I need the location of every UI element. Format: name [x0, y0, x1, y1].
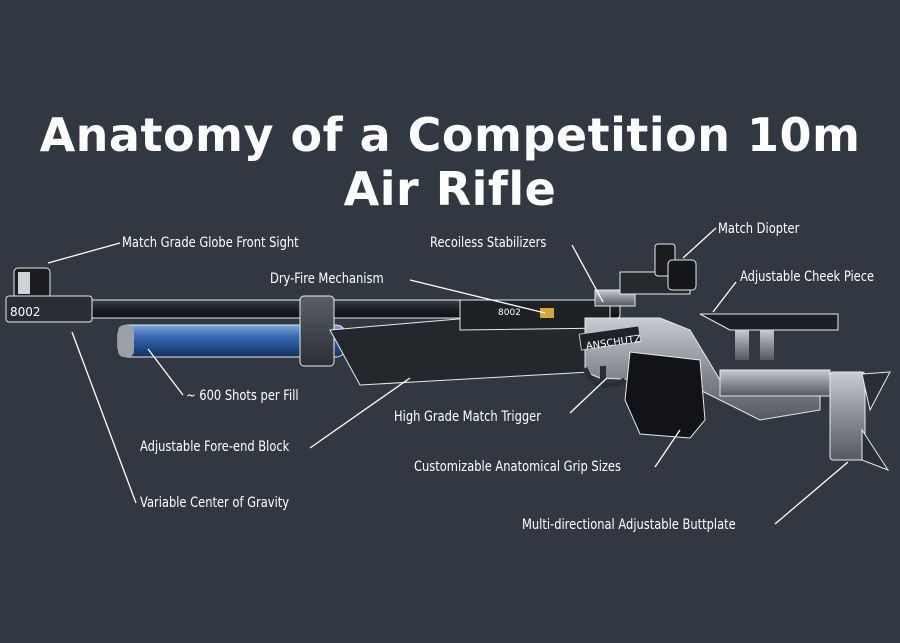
buttplate-hook — [861, 371, 891, 412]
label-recoiless-stabilizers: Recoiless Stabilizers — [430, 235, 547, 251]
match-diopter — [619, 243, 697, 295]
label-shots-per-fill: ~ 600 Shots per Fill — [186, 388, 299, 404]
label-dry-fire-mechanism: Dry-Fire Mechanism — [270, 271, 384, 287]
pistol-grip — [624, 351, 706, 439]
leader-lines — [47, 227, 849, 525]
globe-front-sight — [5, 267, 93, 323]
page-title: Anatomy of a Competition 10m Air Rifle — [39, 108, 861, 216]
label-adjustable-cheek-piece: Adjustable Cheek Piece — [740, 269, 875, 285]
receiver-model-text: 8002 — [498, 308, 521, 318]
label-anatomical-grip: Customizable Anatomical Grip Sizes — [414, 459, 621, 475]
barrel-clamp — [299, 295, 335, 367]
brand-plate — [578, 325, 642, 351]
butt-extension — [719, 369, 831, 397]
buttplate-toe — [861, 428, 890, 472]
label-fore-end-block: Adjustable Fore-end Block — [140, 439, 290, 455]
buttplate — [829, 371, 866, 461]
label-center-of-gravity: Variable Center of Gravity — [140, 495, 290, 511]
label-match-diopter: Match Diopter — [718, 221, 800, 237]
dry-fire-switch — [540, 308, 554, 318]
label-match-trigger: High Grade Match Trigger — [394, 409, 541, 425]
trigger — [600, 366, 606, 382]
front-badge-text: 8002 — [10, 305, 41, 319]
label-buttplate: Multi-directional Adjustable Buttplate — [522, 517, 736, 533]
cheek-piece — [699, 313, 839, 331]
label-globe-front-sight: Match Grade Globe Front Sight — [122, 235, 299, 251]
